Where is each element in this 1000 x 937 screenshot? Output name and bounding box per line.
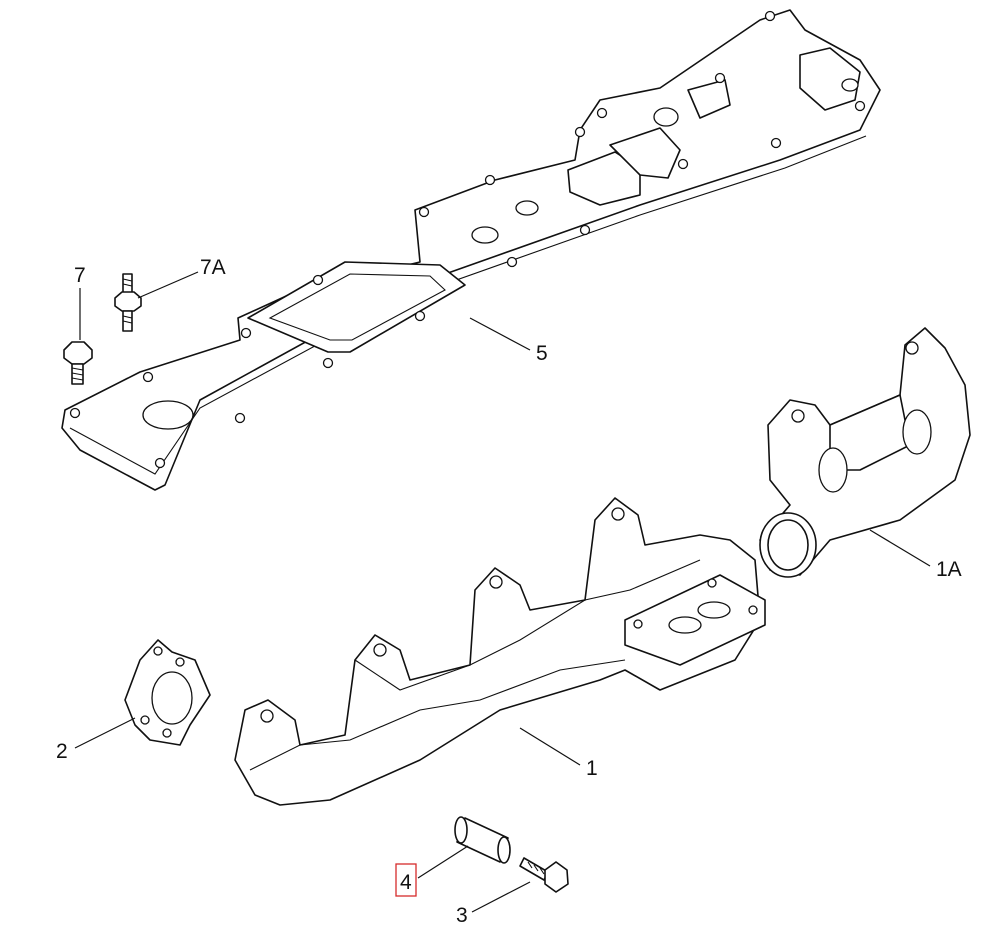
gasket-part-5 [61,9,881,491]
callout-3: 3 [456,904,468,927]
manifold-part-1 [234,497,766,806]
screw-part-3 [519,857,569,893]
callout-7a: 7A [200,256,226,279]
callout-1: 1 [586,757,598,780]
stud-part-7a [114,273,142,332]
callout-1a: 1A [936,558,962,581]
flange-gasket-part-2 [124,639,211,746]
bolt-part-7 [63,341,93,385]
spacer-part-4 [454,816,511,864]
callout-5: 5 [536,342,548,365]
callout-4: 4 [400,871,412,894]
callout-2: 2 [56,740,68,763]
callout-labels: 7 7A 5 1A 2 1 4 3 [56,256,962,927]
callout-7: 7 [74,264,86,287]
callout-4-highlight-box [395,863,417,897]
leader-lines [74,271,931,913]
manifold-part-1a [759,327,971,578]
